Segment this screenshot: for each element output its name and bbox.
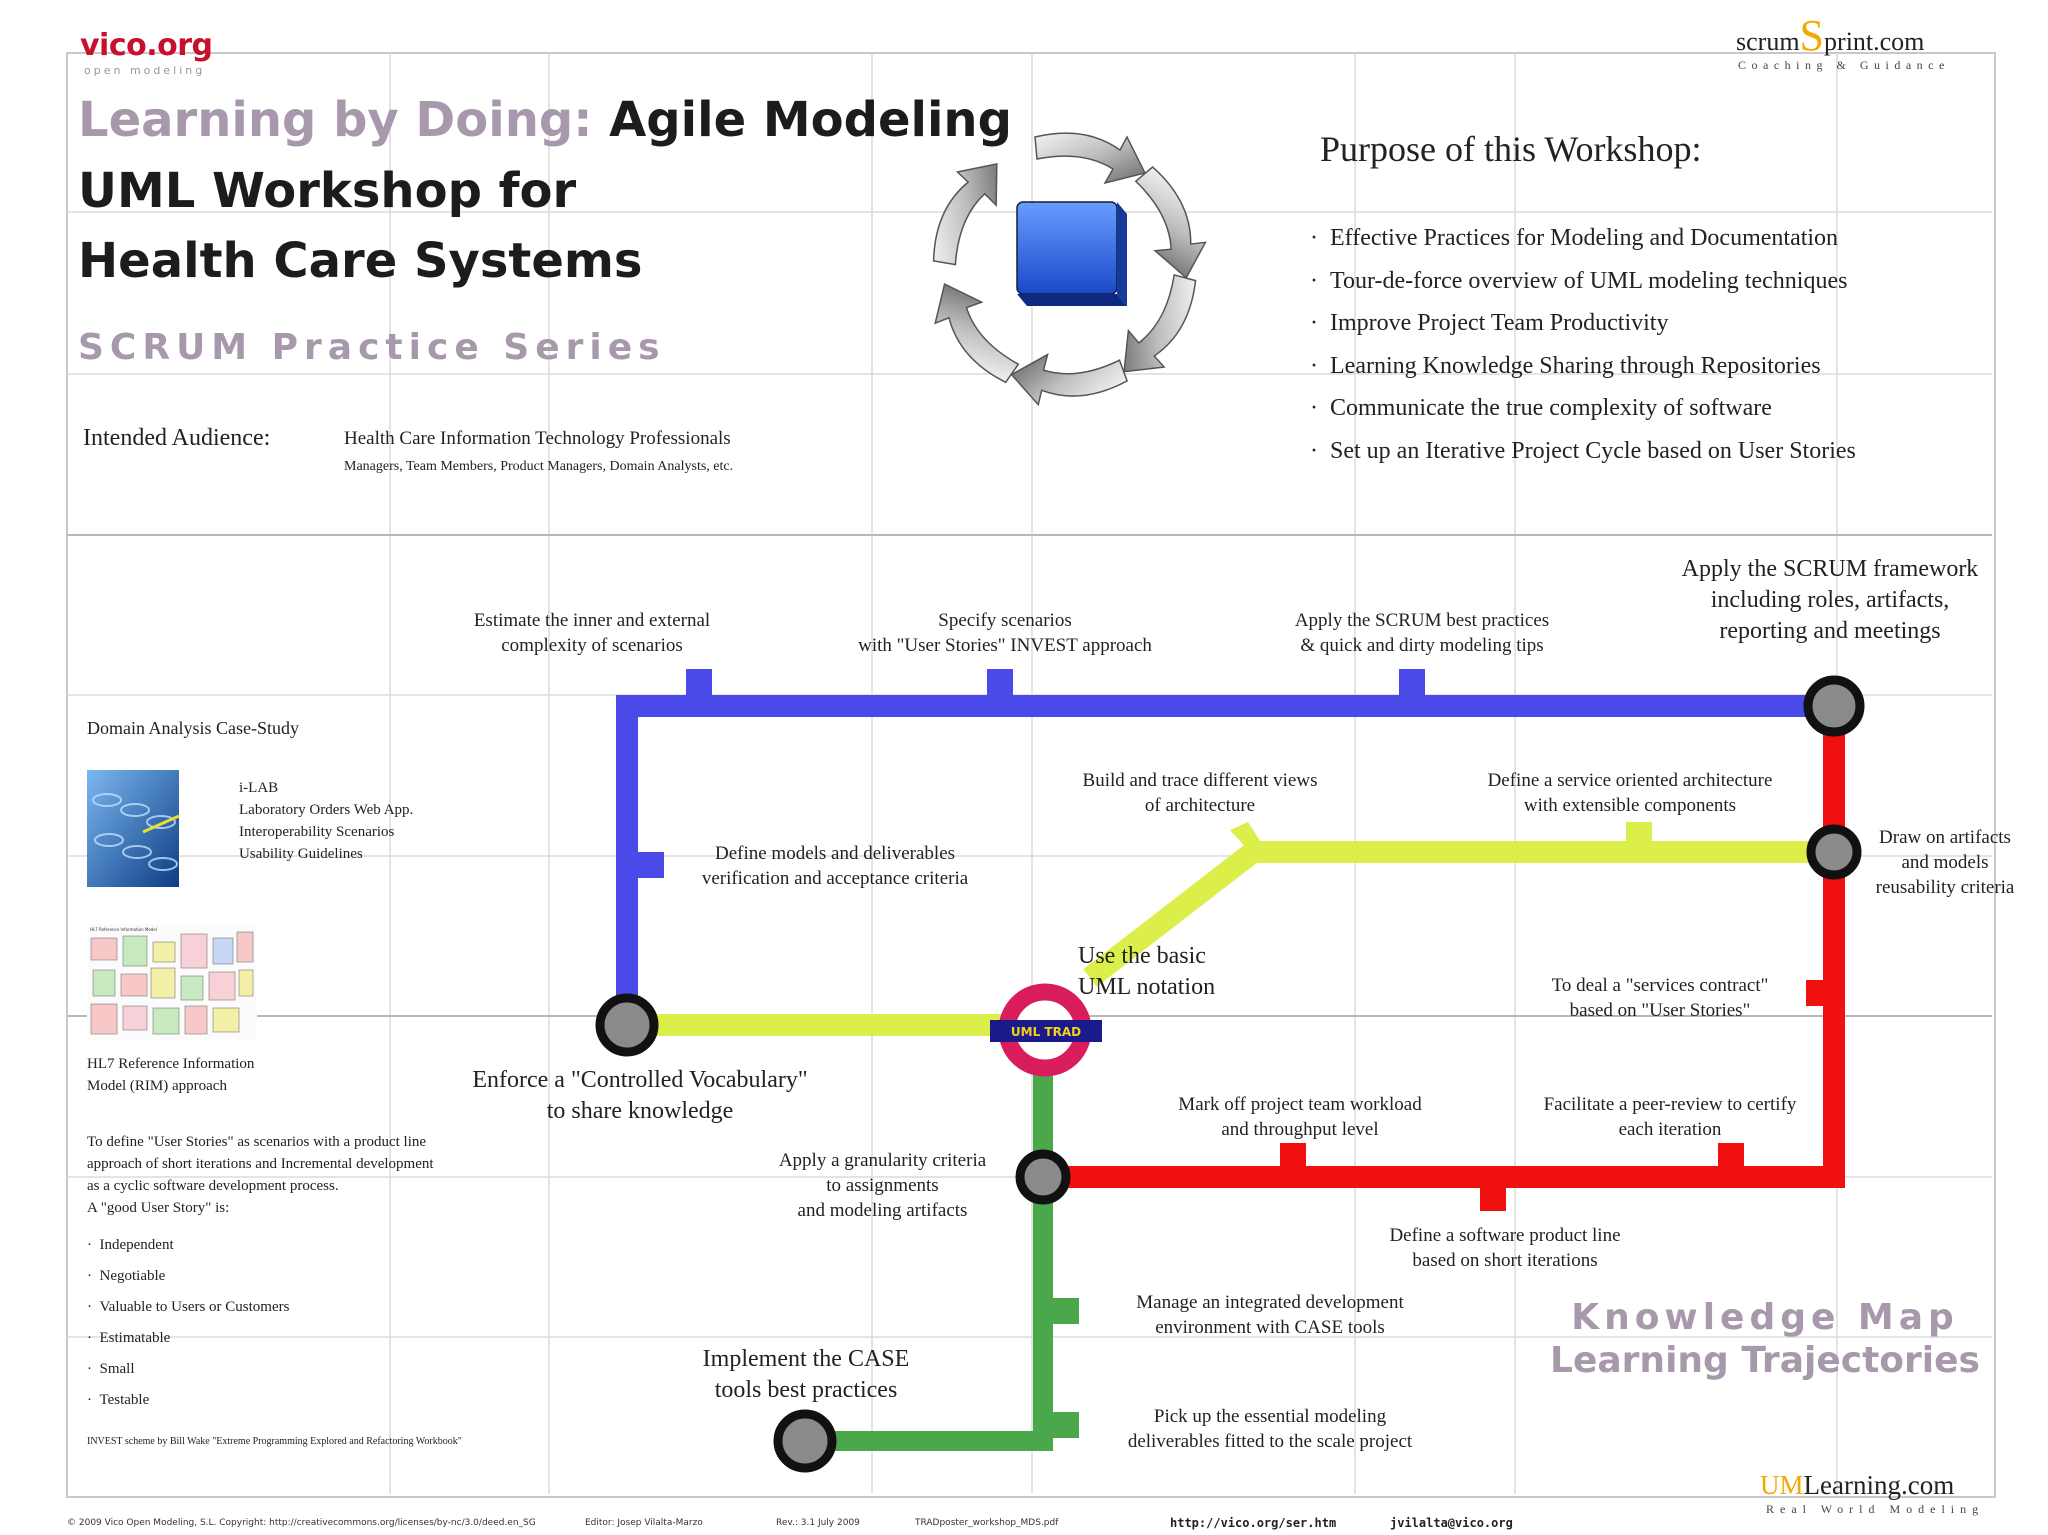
blue-line (616, 695, 1834, 1022)
blue-line-stops (638, 669, 1425, 878)
case-study-heading: Domain Analysis Case-Study (87, 718, 299, 738)
umlearning-tagline: Real World Modeling (1766, 1502, 1985, 1516)
invest-item: · Estimatable (87, 1330, 171, 1346)
label-services-contract: To deal a "services contract"based on "U… (1551, 975, 1769, 1021)
vico-tagline: open modeling (84, 64, 206, 77)
purpose-item: · Communicate the true complexity of sof… (1310, 395, 1772, 422)
iteration-cycle-icon (932, 132, 1207, 407)
invest-list: · Independent · Negotiable · Valuable to… (87, 1230, 289, 1416)
purpose-heading: Purpose of this Workshop: (1320, 129, 1702, 169)
vico-logo: vico.org (80, 28, 213, 63)
series-title: SCRUM Practice Series (78, 327, 666, 368)
invest-item: · Negotiable (87, 1268, 166, 1284)
ilab-test-tubes-image (87, 770, 179, 887)
hl7-thumbnail-title: HL7 Reference Information Model (90, 927, 157, 932)
hl7-rim-diagram-thumbnail: HL7 Reference Information Model (87, 924, 257, 1040)
poster-frame (66, 52, 1996, 1498)
audience-sub: Managers, Team Members, Product Managers… (344, 459, 734, 474)
poster-title-line3: Health Care Systems (78, 233, 643, 289)
scrumsprint-tagline: Coaching & Guidance (1738, 58, 1950, 72)
purpose-item: · Set up an Iterative Project Cycle base… (1310, 437, 1856, 464)
poster-title-line1: Learning by Doing: Agile Modeling (78, 92, 1012, 148)
audience-label: Intended Audience: (83, 425, 271, 451)
poster-title-line2: UML Workshop for (78, 163, 577, 219)
invest-item: · Valuable to Users or Customers (87, 1299, 290, 1315)
purpose-item: · Improve Project Team Productivity (1310, 310, 1669, 337)
yellow-line-east (1083, 841, 1834, 987)
purpose-item: · Tour-de-force overview of UML modeling… (1310, 267, 1848, 294)
purpose-item: · Learning Knowledge Sharing through Rep… (1310, 352, 1821, 379)
invest-item: · Small (87, 1361, 135, 1377)
label-apply-best-practices: Apply the SCRUM best practices& quick an… (1294, 610, 1550, 656)
knowledge-map-title: Knowledge Map (1571, 1297, 1959, 1338)
label-enforce-vocabulary: Enforce a "Controlled Vocabulary"to shar… (472, 1067, 808, 1124)
invest-item: · Testable (87, 1392, 150, 1408)
purpose-item: · Effective Practices for Modeling and D… (1310, 225, 1839, 251)
scrumsprint-logo: scrumSprint.com (1736, 11, 1925, 60)
interchange-stations (595, 675, 1865, 1473)
footer-url-link[interactable]: http://vico.org/ser.htm (1170, 1516, 1337, 1530)
footer-editor: Editor: Josep Vilalta-Marzo (585, 1518, 703, 1528)
invest-item: · Independent (87, 1237, 174, 1253)
footer-email-link[interactable]: jvilalta@vico.org (1390, 1516, 1513, 1530)
yellow-line-stops (1230, 822, 1652, 852)
uml-trad-hub-label: UML TRAD (1011, 1025, 1081, 1039)
purpose-list: · Effective Practices for Modeling and D… (1310, 217, 1856, 473)
footer-revision: Rev.: 3.1 July 2009 (776, 1518, 860, 1528)
uml-trad-hub-bar (990, 1020, 1102, 1042)
green-line-stops (1053, 1298, 1079, 1438)
footer-copyright: © 2009 Vico Open Modeling, S.L. Copyrigh… (67, 1518, 536, 1528)
invest-credit: INVEST scheme by Bill Wake "Extreme Prog… (87, 1436, 462, 1447)
audience-main: Health Care Information Technology Profe… (344, 428, 731, 449)
user-stories-intro: To define "User Stories" as scenarios wi… (87, 1134, 434, 1216)
learning-trajectories-title: Learning Trajectories (1550, 1340, 1980, 1381)
red-line-stops (1280, 980, 1824, 1211)
umlearning-logo: UMLearning.com (1760, 1470, 1955, 1500)
footer-filename: TRADposter_workshop_MDS.pdf (915, 1518, 1059, 1528)
